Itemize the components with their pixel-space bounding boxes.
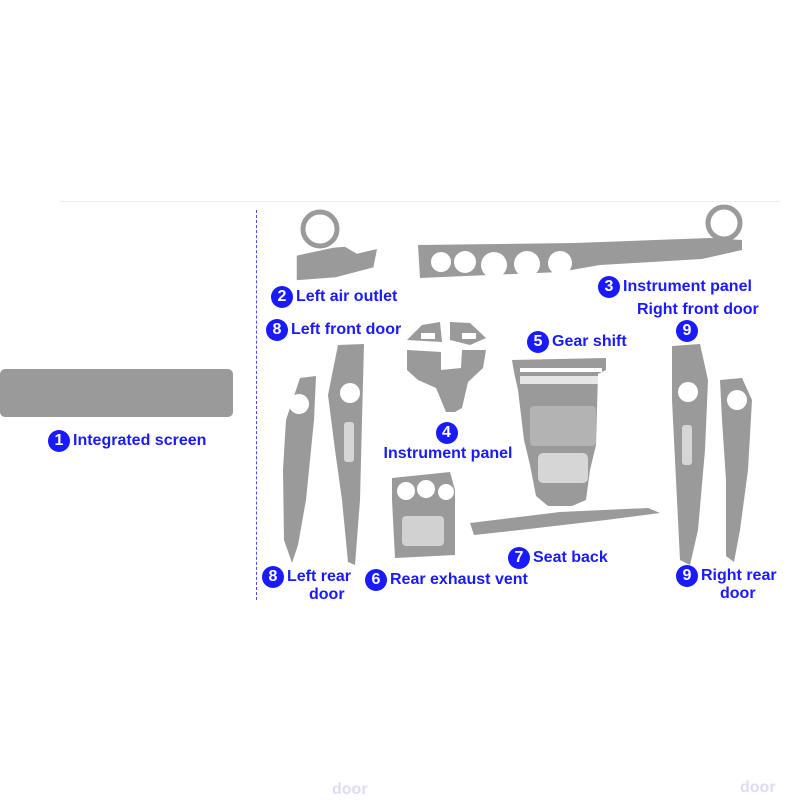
vertical-dashed-divider xyxy=(256,210,257,600)
number-badge-6: 6 xyxy=(365,569,387,591)
left-air-outlet-part xyxy=(295,209,379,282)
instrument-panel-3-part xyxy=(418,204,743,278)
number-badge-9-rear: 9 xyxy=(676,565,698,587)
number-badge-5: 5 xyxy=(527,331,549,353)
seat-back-part xyxy=(470,508,660,535)
number-badge-1: 1 xyxy=(48,430,70,452)
label-instrument-panel-4: 4 Instrument panel xyxy=(383,422,513,462)
instrument-panel-4-part xyxy=(407,322,486,412)
number-badge-8-rear: 8 xyxy=(262,566,284,588)
top-divider-line xyxy=(60,201,780,202)
ghost-reflection-text: door xyxy=(332,781,368,798)
label-left-rear-door-line2: door xyxy=(309,586,345,603)
label-right-front-door: Right front door xyxy=(637,301,759,318)
number-badge-3: 3 xyxy=(598,276,620,298)
number-badge-7: 7 xyxy=(508,547,530,569)
label-right-front-door-number: 9 xyxy=(676,320,701,342)
right-door-parts xyxy=(672,344,752,565)
left-door-parts xyxy=(283,344,364,565)
number-badge-4: 4 xyxy=(435,422,458,444)
label-right-rear-door-line2: door xyxy=(720,585,756,602)
integrated-screen-part xyxy=(0,369,233,417)
number-badge-8: 8 xyxy=(266,319,288,341)
number-badge-2: 2 xyxy=(271,286,293,308)
number-badge-9: 9 xyxy=(676,320,698,342)
ghost-reflection-text-right: door xyxy=(740,779,776,796)
rear-exhaust-vent-part xyxy=(392,472,455,558)
gear-shift-part xyxy=(512,358,606,506)
